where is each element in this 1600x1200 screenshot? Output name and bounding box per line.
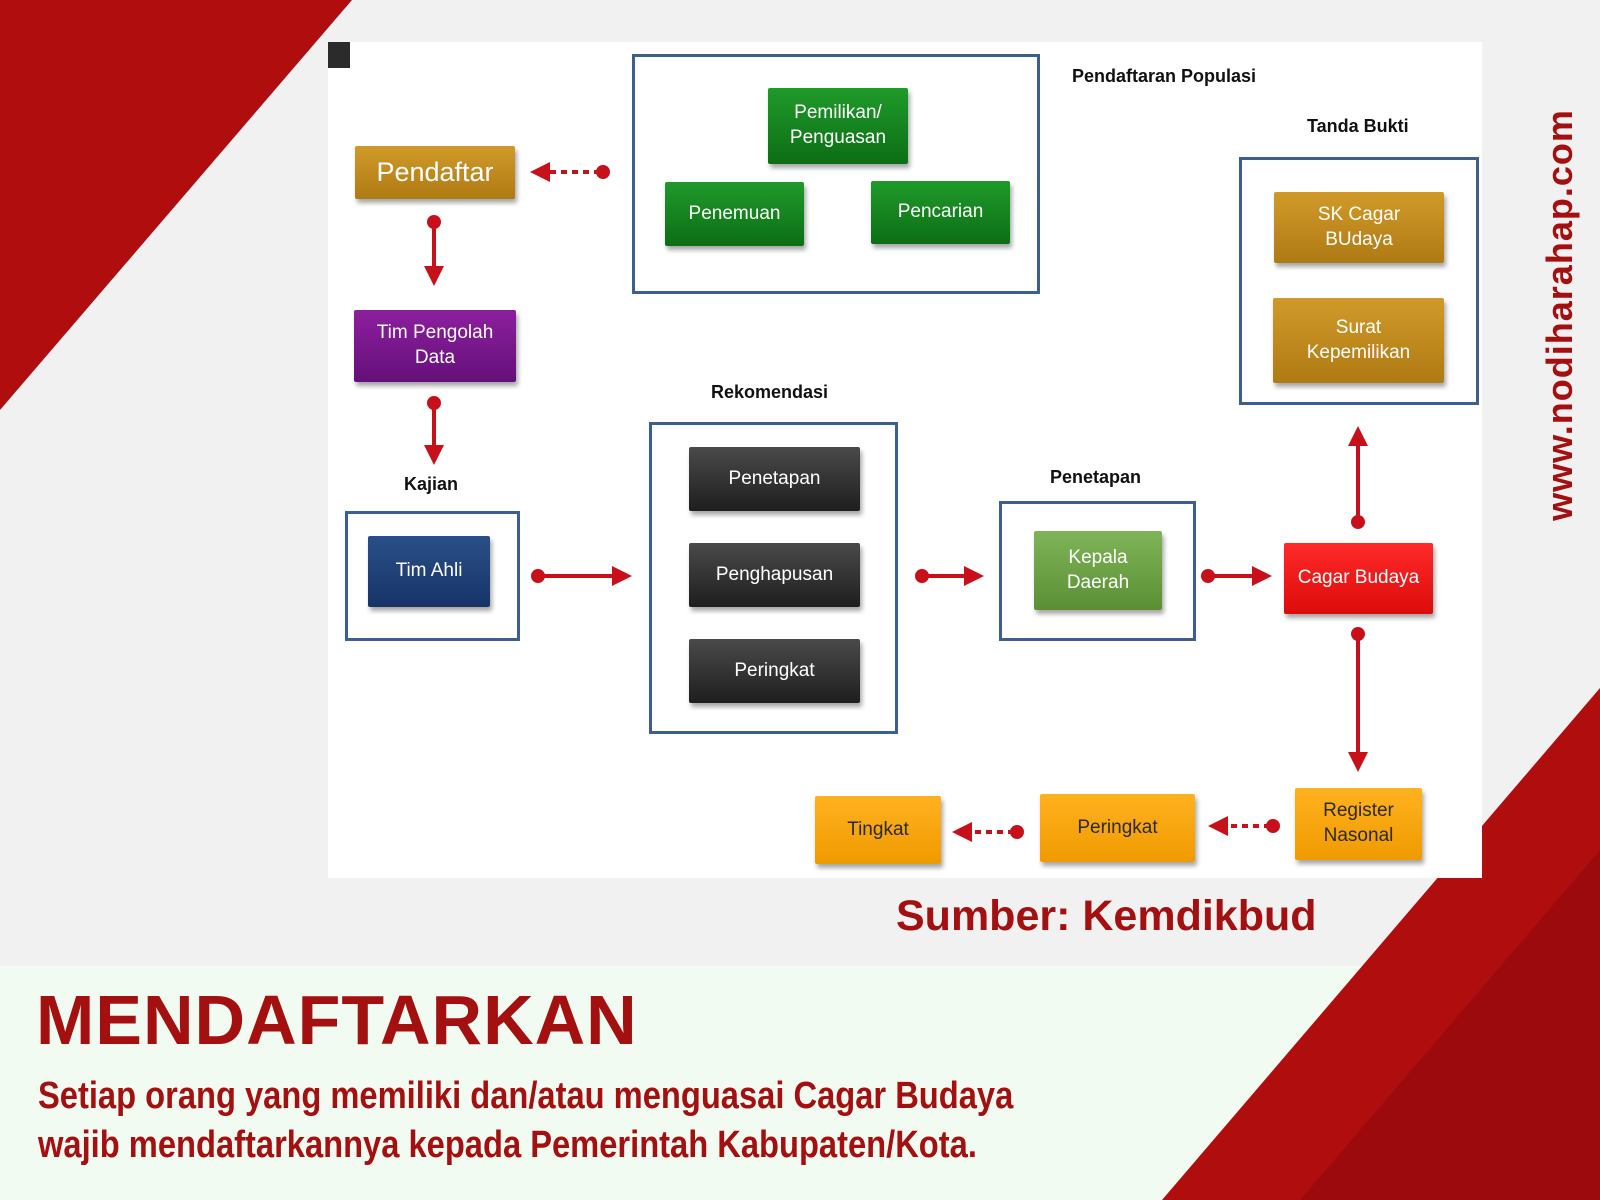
frame-penetapan — [999, 501, 1196, 641]
frame-tanda-bukti — [1239, 157, 1479, 405]
frame-pendaftaran-populasi — [632, 54, 1040, 294]
source-caption: Sumber: Kemdikbud — [896, 892, 1317, 940]
description-line-2: wajib mendaftarkannya kepada Pemerintah … — [38, 1124, 977, 1167]
label-kajian: Kajian — [404, 474, 459, 494]
node-penemuan: Penemuan — [665, 182, 804, 246]
description: Setiap orang yang memiliki dan/atau meng… — [38, 1072, 1014, 1171]
label-tanda-bukti: Tanda Bukti — [1307, 116, 1409, 136]
watermark-text: www.nodiharahap.com — [1539, 109, 1580, 521]
watermark: www.nodiharahap.com — [1539, 50, 1580, 580]
page-heading: MENDAFTARKAN — [36, 981, 638, 1059]
node-sk-cagar-budaya: SK Cagar BUdaya — [1274, 192, 1444, 263]
label-rekomendasi: Rekomendasi — [711, 382, 829, 402]
node-rek-penetapan: Penetapan — [689, 447, 860, 511]
node-tim-ahli: Tim Ahli — [368, 536, 490, 607]
node-pencarian: Pencarian — [871, 181, 1010, 244]
node-tim-pengolah-data: Tim Pengolah Data — [354, 310, 516, 382]
corner-marker — [328, 42, 350, 68]
node-kepala-daerah: Kepala Daerah — [1034, 531, 1162, 610]
node-pendaftar: Pendaftar — [355, 146, 515, 199]
node-rek-penghapusan: Penghapusan — [689, 543, 860, 607]
frame-kajian — [345, 511, 520, 641]
node-register-nasonal: Register Nasonal — [1295, 788, 1422, 860]
label-pendaftaran-populasi: Pendaftaran Populasi — [1072, 66, 1257, 86]
node-pemilikan: Pemilikan/ Penguasan — [768, 88, 908, 164]
node-peringkat: Peringkat — [1040, 794, 1195, 862]
description-line-1: Setiap orang yang memiliki dan/atau meng… — [38, 1075, 1014, 1117]
node-cagar-budaya: Cagar Budaya — [1284, 543, 1433, 614]
node-tingkat: Tingkat — [815, 796, 941, 864]
frame-rekomendasi — [649, 422, 898, 734]
label-penetapan: Penetapan — [1050, 467, 1142, 487]
node-surat-kepemilikan: Surat Kepemilikan — [1273, 298, 1444, 383]
node-rek-peringkat: Peringkat — [689, 639, 860, 703]
